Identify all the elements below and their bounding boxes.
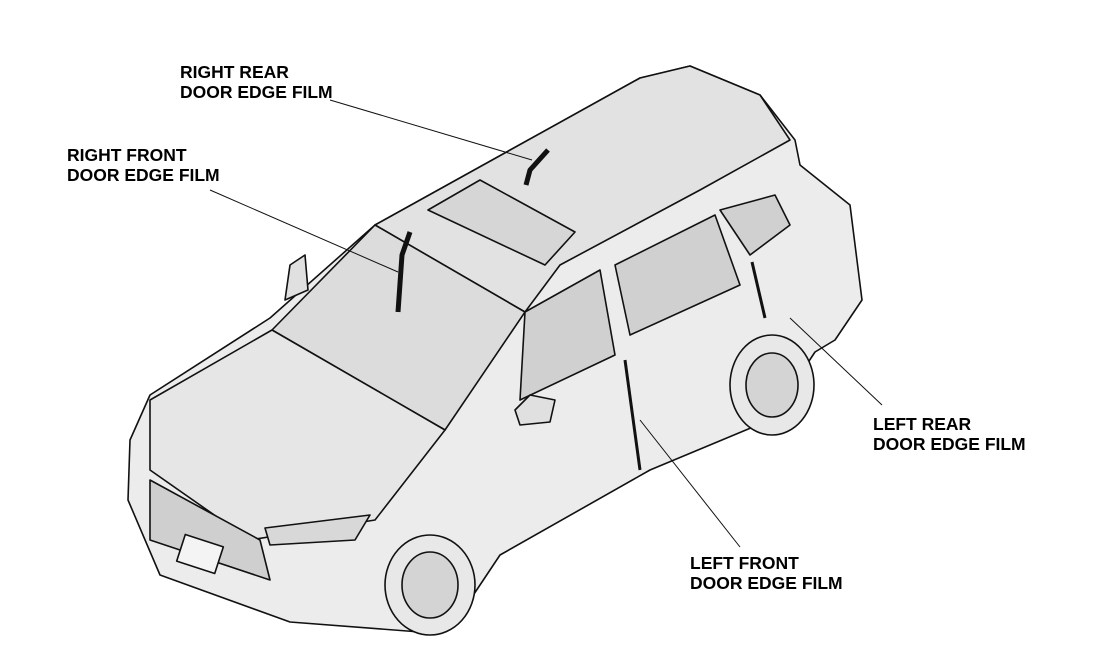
right-front-door-edge-film [395,231,413,313]
callout-line2: DOOR EDGE FILM [180,82,333,102]
callout-right-rear-door-edge-film: RIGHT REAR DOOR EDGE FILM [180,62,333,102]
leader-left-front [639,419,741,548]
left-front-door-edge-film [623,359,642,471]
front-wheel-rim [401,551,459,619]
left-rear-door-edge-film [750,261,767,319]
rear-wheel-rim [745,352,799,418]
callout-right-front-door-edge-film: RIGHT FRONT DOOR EDGE FILM [67,145,220,185]
grille [149,479,271,581]
callout-line1: RIGHT FRONT [67,145,187,165]
headlight [264,514,371,546]
rear-side-window [614,214,741,336]
leader-right-rear [329,99,533,161]
license-plate [175,533,225,575]
sunroof [427,179,576,266]
callout-left-front-door-edge-film: LEFT FRONT DOOR EDGE FILM [690,553,843,593]
right-mirror [284,254,309,301]
left-mirror [514,394,556,426]
car-roof [374,65,791,313]
callout-left-rear-door-edge-film: LEFT REAR DOOR EDGE FILM [873,414,1026,454]
callout-line1: RIGHT REAR [180,62,289,82]
callout-line1: LEFT FRONT [690,553,799,573]
callout-line2: DOOR EDGE FILM [690,573,843,593]
hood [149,329,446,541]
right-rear-door-edge-film [523,148,550,186]
front-side-window [519,269,616,401]
callout-line2: DOOR EDGE FILM [67,165,220,185]
callout-line2: DOOR EDGE FILM [873,434,1026,454]
leader-left-rear [789,317,883,406]
quarter-window [719,194,791,256]
callout-line1: LEFT REAR [873,414,972,434]
leader-right-front [209,189,399,273]
